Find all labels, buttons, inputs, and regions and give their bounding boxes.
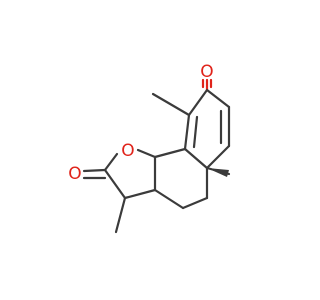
bond-c9-c9a-double bbox=[192, 115, 199, 149]
bond-c3-methyl bbox=[114, 196, 127, 234]
bond-c9b-c9a bbox=[153, 147, 187, 159]
bond-c9b-o1 bbox=[136, 148, 157, 159]
bond-c9-c9a bbox=[183, 113, 191, 151]
ketone-oxygen-label: O bbox=[200, 62, 213, 82]
bond-c9-c8 bbox=[187, 88, 209, 117]
ring-oxygen-label: O bbox=[121, 141, 134, 161]
bond-c4-c3a bbox=[153, 188, 185, 210]
bond-c9-methyl bbox=[151, 92, 191, 117]
molecule-structure: O O O bbox=[68, 62, 231, 234]
bond-c2-o-carbonyl bbox=[82, 168, 107, 173]
bond-c6-c5a bbox=[205, 144, 231, 170]
bond-c8-c7 bbox=[205, 88, 231, 109]
bond-c3-c3a bbox=[123, 188, 157, 200]
bond-c9a-c5a bbox=[183, 147, 209, 170]
bond-c2-c3 bbox=[103, 168, 127, 200]
lactone-carbonyl-oxygen-label: O bbox=[68, 164, 81, 184]
bond-o1-c2 bbox=[103, 152, 119, 172]
bond-c5-c4 bbox=[181, 196, 209, 210]
bond-c5a-methyl bbox=[205, 166, 231, 176]
